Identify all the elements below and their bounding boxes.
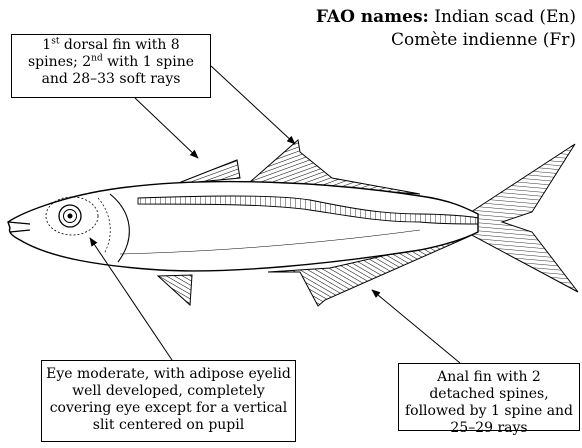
caudal-fin bbox=[466, 144, 578, 292]
pupil bbox=[68, 214, 73, 219]
pelvic-fin bbox=[158, 275, 192, 305]
dorsal-leader-2 bbox=[211, 66, 295, 144]
first-dorsal-fin bbox=[176, 160, 240, 184]
dorsal-leader-1 bbox=[135, 98, 198, 158]
anal-leader bbox=[372, 290, 460, 363]
